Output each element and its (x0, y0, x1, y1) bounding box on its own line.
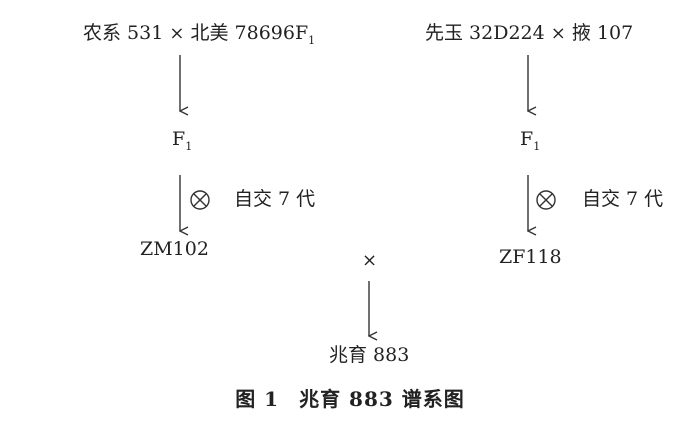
hybrid-label: 兆育 883 (329, 344, 410, 366)
left-parent-2: 北美 78696F (190, 22, 309, 44)
circled-times-icon (190, 190, 210, 210)
left-cross-symbol: × (169, 23, 185, 44)
figure-number: 图 1 (235, 387, 280, 411)
center-cross-symbol: × (362, 250, 378, 271)
figure-caption: 图 1 兆育 883 谱系图 (0, 383, 700, 412)
circled-times-icon (536, 190, 556, 210)
left-parent-1: 农系 531 (83, 22, 164, 44)
right-f1-label: F1 (520, 128, 541, 153)
left-selfing-label: 自交 7 代 (234, 188, 316, 210)
left-parent-2-subscript: 1 (308, 33, 316, 47)
right-cross-symbol: × (550, 23, 566, 44)
figure-title: 兆育 883 谱系图 (299, 387, 465, 411)
right-selfing-label: 自交 7 代 (582, 188, 664, 210)
right-inbred-line: ZF118 (499, 246, 562, 268)
left-inbred-line: ZM102 (140, 238, 209, 260)
right-parent-2: 掖 107 (571, 22, 634, 44)
left-cross-label: 农系 531 × 北美 78696F1 (83, 22, 316, 47)
right-cross-label: 先玉 32D224 × 掖 107 (425, 22, 633, 45)
left-f1-label: F1 (172, 128, 193, 153)
right-parent-1: 先玉 32D224 (425, 22, 545, 44)
